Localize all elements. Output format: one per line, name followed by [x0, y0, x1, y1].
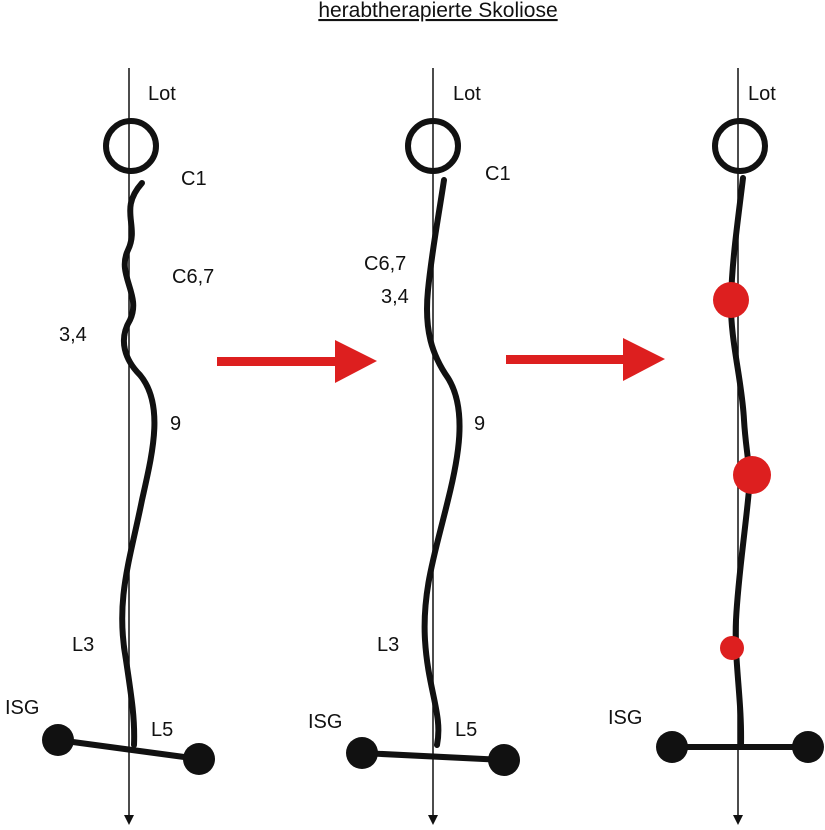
skull-circle	[712, 118, 768, 174]
spine-curve	[119, 180, 158, 748]
label-isg: ISG	[5, 697, 39, 719]
arrow-shaft	[217, 357, 342, 366]
transition-arrow-2	[506, 338, 665, 381]
right-isg-joint	[488, 744, 520, 776]
left-isg-joint	[656, 731, 688, 763]
panel-partially-corrected: Lot C1 C6,7 3,4 9 L3 ISG L5	[308, 68, 520, 825]
right-isg-joint	[183, 743, 215, 775]
pelvis-line	[57, 737, 200, 762]
panel-initial: Lot C1 C6,7 3,4 9 L3 ISG L5	[5, 68, 215, 825]
label-isg: ISG	[608, 707, 642, 729]
label-c67: C6,7	[364, 253, 406, 275]
label-l5: L5	[151, 719, 173, 741]
label-lot: Lot	[148, 83, 176, 105]
label-c67: C6,7	[172, 266, 214, 288]
label-c1: C1	[485, 163, 511, 185]
arrow-head	[335, 340, 377, 383]
arrow-shaft	[506, 355, 631, 364]
label-l3: L3	[377, 634, 399, 656]
label-isg: ISG	[308, 711, 342, 733]
label-lot: Lot	[748, 83, 776, 105]
label-t9: 9	[474, 413, 485, 435]
label-lot: Lot	[453, 83, 481, 105]
skull-circle	[405, 118, 461, 174]
arrow-head	[623, 338, 665, 381]
label-t34: 3,4	[59, 324, 87, 346]
label-t34: 3,4	[381, 286, 409, 308]
diagram-title: herabtherapierte Skoliose	[318, 0, 557, 22]
panel-corrected: Lot ISG	[608, 68, 824, 825]
pelvis-line	[361, 750, 505, 763]
left-isg-joint	[346, 737, 378, 769]
correction-point-upper	[713, 282, 749, 318]
correction-point-middle	[733, 456, 771, 494]
right-isg-joint	[792, 731, 824, 763]
label-l5: L5	[455, 719, 477, 741]
label-c1: C1	[181, 168, 207, 190]
left-isg-joint	[42, 724, 74, 756]
label-l3: L3	[72, 634, 94, 656]
correction-point-lower	[720, 636, 744, 660]
skull-circle	[103, 118, 159, 174]
spine-curve	[421, 177, 463, 748]
transition-arrow-1	[217, 340, 377, 383]
label-t9: 9	[170, 413, 181, 435]
